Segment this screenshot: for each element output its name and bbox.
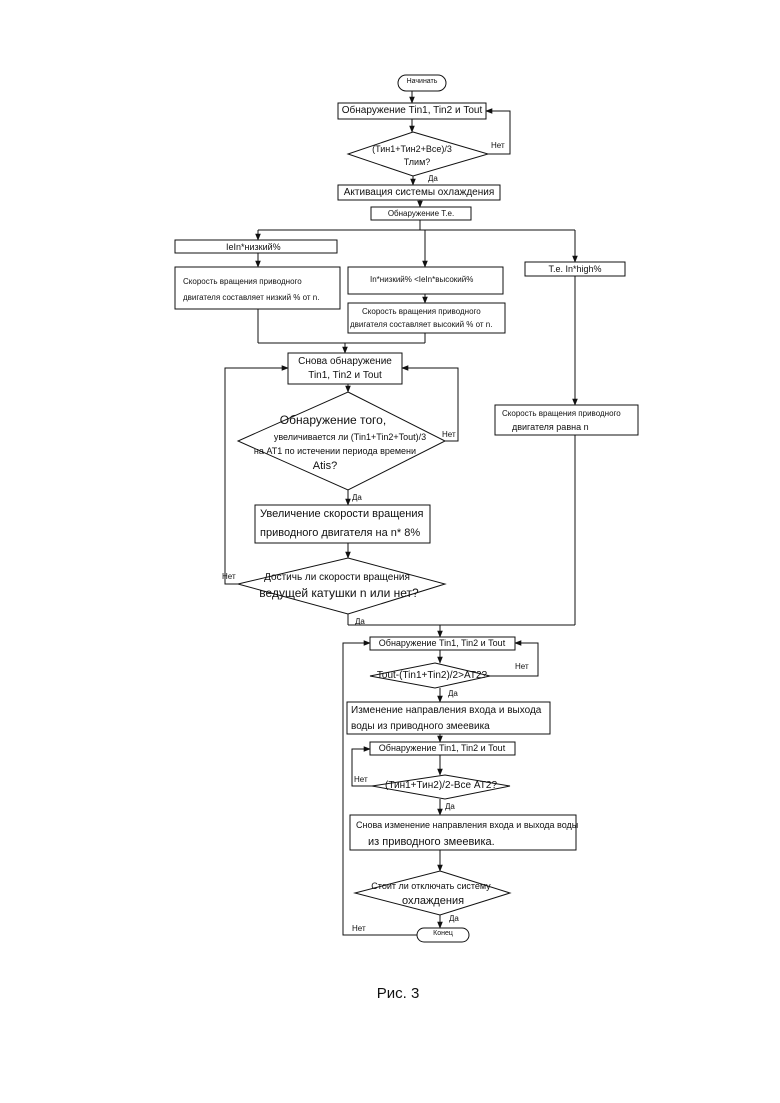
reverse1-label-1: Изменение направления входа и выхода [351,705,541,716]
detect-te-label: Обнаружение T.e. [388,209,454,218]
speed-low-label-2: двигателя составляет низкий % от n. [183,293,319,302]
cond5-label: (Тин1+Тин2)/2-Все AT2? [385,780,497,791]
cond2-yes-label: Да [352,493,362,502]
cond3-yes-label: Да [355,617,365,626]
cond2-label-3: на AT1 по истечении периода времени [254,446,416,456]
cond3-label-2: ведущей катушки n или нет? [259,586,418,600]
figure-caption: Рис. 3 [377,985,420,1002]
increase-label-2: приводного двигателя на n* 8% [260,527,420,539]
start-label: Начинать [407,78,438,85]
cond1-diamond [348,132,488,176]
branch-high-label: T.e. In*high% [548,264,601,274]
branch-low-label: IeIn*низкий% [226,242,281,252]
cond1-yes-label: Да [428,174,438,183]
speed-n-label-2: двигателя равна n [512,422,589,432]
reverse1-label-2: воды из приводного змеевика [351,721,490,732]
branch-mid-label: In*низкий% <IeIn*высокий% [370,275,473,284]
cond3-label-1: Достичь ли скорости вращения [264,572,410,583]
reverse2-label-2: из приводного змеевика. [368,836,495,848]
cond1-label-1: (Тин1+Тин2+Все)/3 [372,144,452,154]
speed-n-label-1: Скорость вращения приводного [502,409,621,418]
cond2-label-1: Обнаружение того, [280,413,386,427]
speed-high-label-1: Скорость вращения приводного [362,307,481,316]
cond4-label: Tout-(Tin1+Tin2)/2>AT2? [377,670,487,681]
cond5-no-label: Нет [354,775,368,784]
detect3-label: Обнаружение Tin1, Tin2 и Tout [379,743,505,753]
activate-label: Активация системы охлаждения [344,187,495,198]
cond6-label-1: Стоит ли отключать систему [371,881,490,891]
detect1-label: Обнаружение Tin1, Tin2 и Tout [342,105,482,116]
redetect-label-1: Снова обнаружение [298,356,392,367]
speed-low-label-1: Скорость вращения приводного [183,277,302,286]
redetect-label-2: Tin1, Tin2 и Tout [308,370,382,381]
cond1-no-label: Нет [491,141,505,150]
cond4-no-label: Нет [515,662,529,671]
cond3-no-label: Нет [222,572,236,581]
cond2-label-2: увеличивается ли (Tin1+Tin2+Tout)/3 [274,432,426,442]
cond6-yes-label: Да [449,914,459,923]
increase-label-1: Увеличение скорости вращения [260,508,423,520]
cond1-label-2: Тлим? [404,157,431,167]
speed-high-label-2: двигателя составляет высокий % от n. [350,320,492,329]
cond6-label-2: охлаждения [402,895,464,907]
cond2-label-4: Atis? [313,460,337,472]
detect2-label: Обнаружение Tin1, Tin2 и Tout [379,638,505,648]
reverse2-label-1: Снова изменение направления входа и выхо… [356,820,578,830]
cond6-no-label: Нет [352,924,366,933]
cond5-yes-label: Да [445,802,455,811]
cond2-no-label: Нет [442,430,456,439]
cond4-yes-label: Да [448,689,458,698]
cond6-diamond [355,871,510,915]
end-label: Конец [433,930,453,937]
speed-low-box [175,267,340,309]
